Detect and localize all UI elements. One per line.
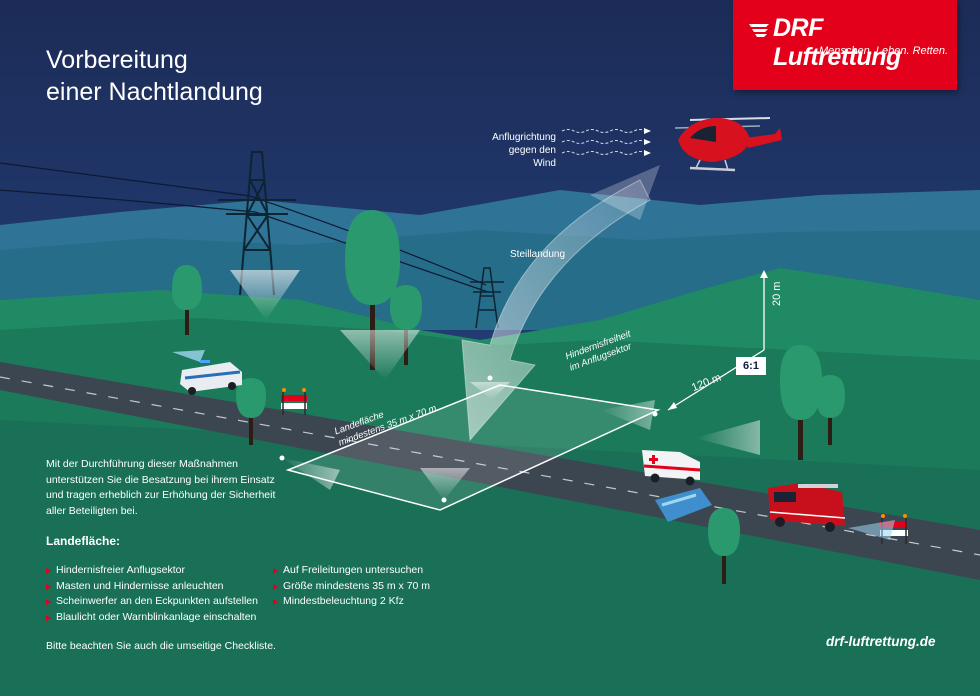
pylon-icon bbox=[218, 151, 296, 296]
list-item: Masten und Hindernisse anleuchten bbox=[46, 579, 258, 595]
intro-text: Mit der Durchführung dieser Maßnahmen un… bbox=[46, 458, 276, 517]
barrier-icon bbox=[281, 388, 307, 415]
list-item: Größe mindestens 35 m x 70 m bbox=[273, 579, 430, 595]
steep-landing-label: Steillandung bbox=[510, 249, 566, 260]
list-item: Scheinwerfer an den Eckpunkten aufstelle… bbox=[46, 594, 258, 610]
police-van-icon bbox=[172, 350, 242, 395]
list-item: Auf Freileitungen untersuchen bbox=[273, 563, 430, 579]
title-line-2: einer Nachtlandung bbox=[46, 78, 263, 106]
logo-slogan: Menschen. Leben. Retten. bbox=[819, 45, 949, 57]
list-item: Hindernisfreier Anflugsektor bbox=[46, 563, 258, 579]
ratio-badge: 6:1 bbox=[736, 357, 766, 375]
helicopter-icon bbox=[674, 117, 782, 172]
website-link[interactable]: drf-luftrettung.de bbox=[826, 634, 936, 649]
drf-logo: DRF Luftrettung Menschen. Leben. Retten. bbox=[733, 0, 957, 90]
tree-icon bbox=[780, 345, 822, 460]
tree-icon bbox=[816, 375, 845, 445]
approach-label: Anflugrichtung gegen den Wind bbox=[492, 132, 556, 169]
logo-name: DRF Luftrettung bbox=[773, 14, 901, 71]
ambulance-icon bbox=[642, 450, 701, 486]
checklist-right: Auf Freileitungen untersuchen Größe mind… bbox=[273, 563, 430, 610]
note-text: Bitte beachten Sie auch die umseitige Ch… bbox=[46, 640, 276, 652]
checklist-left: Hindernisfreier Anflugsektor Masten und … bbox=[46, 563, 258, 625]
height-label: 20 m bbox=[771, 281, 783, 306]
section-title: Landefläche: bbox=[46, 534, 121, 548]
tree-icon bbox=[708, 508, 740, 584]
tree-icon bbox=[236, 378, 266, 445]
list-item: Mindestbeleuchtung 2 Kfz bbox=[273, 594, 430, 610]
tree-icon bbox=[172, 265, 202, 335]
floodlight-icon bbox=[441, 497, 447, 503]
page-title: Vorbereitung einer Nachtlandung bbox=[46, 44, 263, 108]
wings-icon bbox=[749, 24, 769, 37]
list-item: Blaulicht oder Warnblinkanlage einschalt… bbox=[46, 610, 258, 626]
vehicle-icon bbox=[655, 488, 712, 522]
floodlight-icon bbox=[652, 411, 658, 417]
fire-truck-icon bbox=[768, 483, 846, 532]
floodlight-icon bbox=[279, 455, 285, 461]
pylon-icon bbox=[470, 267, 504, 329]
title-line-1: Vorbereitung bbox=[46, 46, 188, 74]
